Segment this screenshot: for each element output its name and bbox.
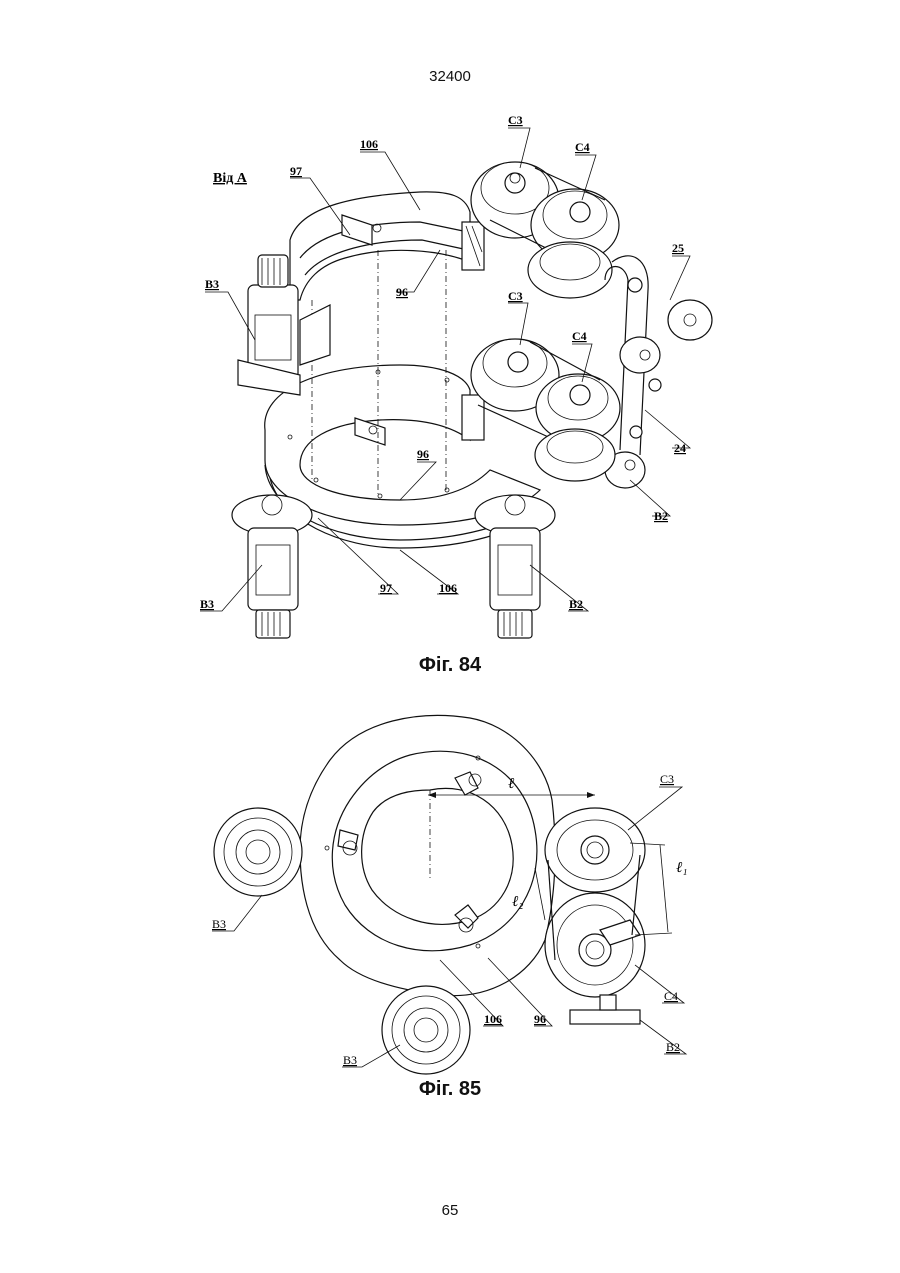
- b3-bearing-left: [214, 808, 302, 896]
- figure-85-caption: Фіг. 85: [0, 1078, 900, 1101]
- label-b3-bottom: B3: [343, 1053, 357, 1067]
- label-c4: C4: [664, 989, 678, 1003]
- label-106: 106: [484, 1012, 502, 1026]
- c3-pulley: [545, 808, 645, 892]
- c4-pulley: [545, 893, 645, 997]
- page-number: 65: [0, 1202, 900, 1219]
- b3-bearing-bottom: [382, 986, 470, 1074]
- label-b3-left: B3: [212, 917, 226, 931]
- dim-l-label: ℓ: [508, 776, 514, 792]
- dim-l2-label: ℓ₂: [512, 894, 523, 910]
- label-96: 96: [534, 1012, 546, 1026]
- label-b2: B2: [666, 1040, 680, 1054]
- dim-l1-label: ℓ₁: [676, 860, 687, 876]
- label-c3: C3: [660, 772, 674, 786]
